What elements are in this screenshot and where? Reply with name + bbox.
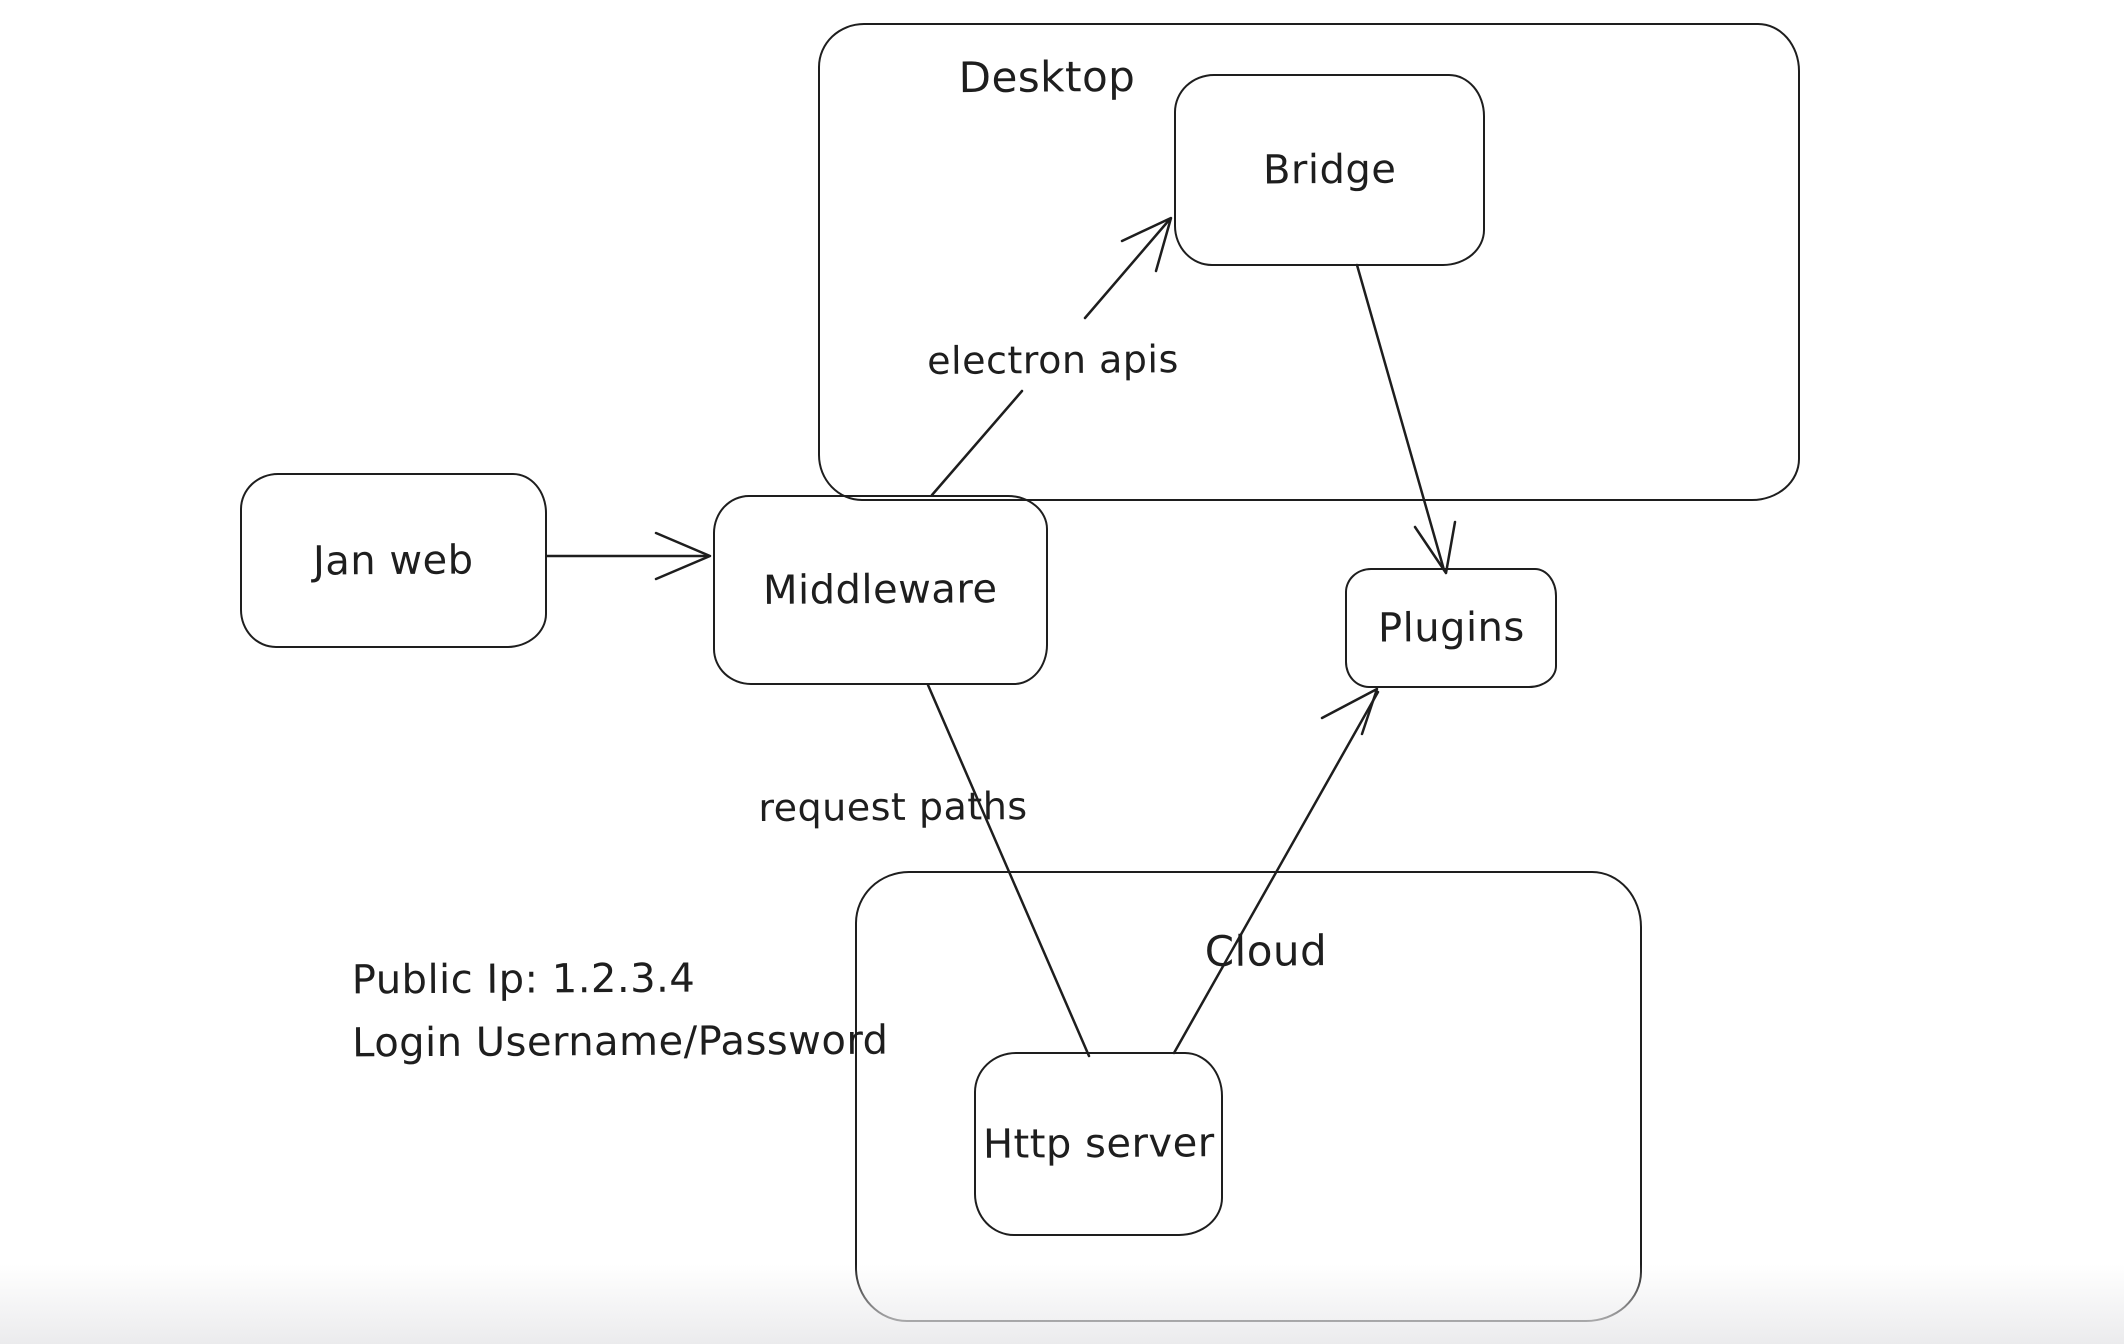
edge-label-electron-apis[interactable]: electron apis — [927, 337, 1179, 383]
plugins-label: Plugins — [1377, 604, 1525, 652]
bridge-label: Bridge — [1262, 146, 1397, 194]
cloud-container-label[interactable]: Cloud — [1204, 926, 1328, 976]
node-http-server[interactable]: Http server — [974, 1052, 1223, 1236]
jan-web-label: Jan web — [313, 536, 474, 585]
node-bridge[interactable]: Bridge — [1174, 74, 1485, 266]
middleware-label: Middleware — [763, 566, 998, 614]
public-ip-note-line2: Login Username/Password — [352, 1017, 889, 1067]
node-jan-web[interactable]: Jan web — [240, 473, 547, 648]
arrow-jan-web-to-middleware[interactable] — [545, 531, 712, 581]
public-ip-note[interactable]: Public Ip: 1.2.3.4 Login Username/Passwo… — [352, 947, 889, 1076]
public-ip-note-line1: Public Ip: 1.2.3.4 — [351, 955, 696, 1004]
desktop-container-label[interactable]: Desktop — [958, 51, 1136, 103]
edge-label-request-paths[interactable]: request paths — [758, 784, 1028, 830]
http-server-label: Http server — [982, 1120, 1215, 1168]
node-middleware[interactable]: Middleware — [713, 495, 1048, 685]
node-plugins[interactable]: Plugins — [1345, 568, 1557, 688]
container-desktop[interactable] — [818, 23, 1800, 501]
